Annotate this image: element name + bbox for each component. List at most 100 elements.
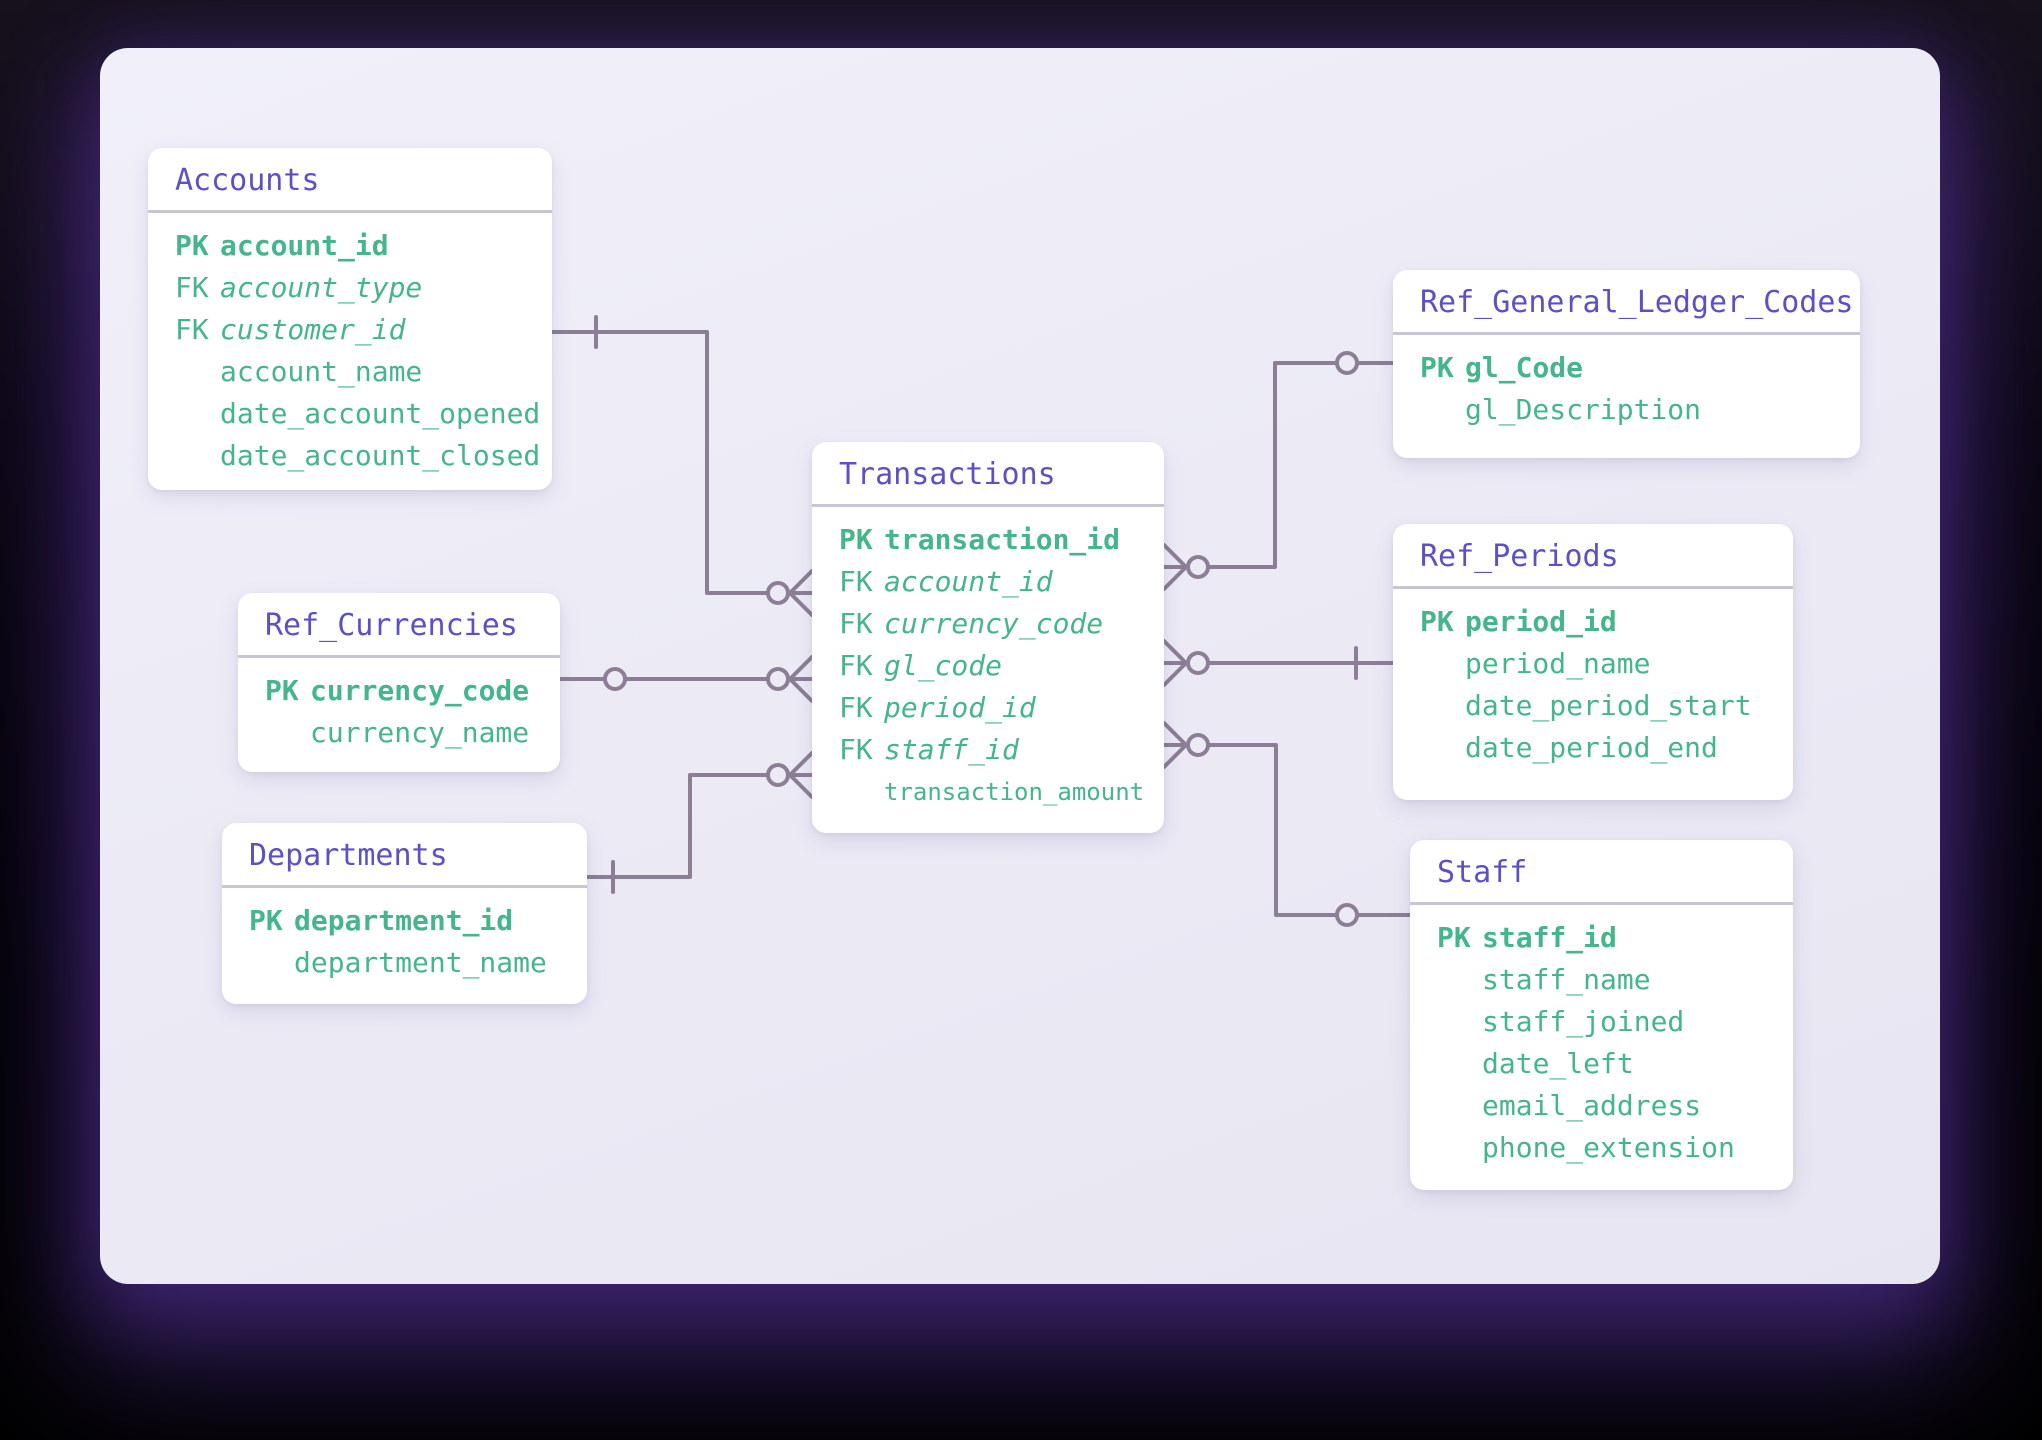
table-row: PK department_id	[222, 900, 587, 942]
field-name: staff_joined	[1482, 1005, 1685, 1038]
field-name: customer_id	[220, 313, 406, 346]
field-key: PK	[249, 904, 283, 937]
crows-foot-trans-department	[788, 751, 814, 799]
field-name: staff_id	[1482, 921, 1617, 954]
field-name: department_id	[294, 904, 514, 937]
table-row: currency_name	[238, 712, 560, 754]
cardinality-zero-ring-trans-department	[766, 763, 790, 787]
cardinality-zero-ring-trans-period	[1186, 651, 1210, 675]
table-row: date_period_end	[1393, 727, 1793, 769]
table-row: date_account_opened	[148, 393, 552, 435]
table-title: Ref_Currencies	[265, 608, 518, 643]
divider	[812, 504, 1164, 507]
table-row: account_name	[148, 351, 552, 393]
table-row: date_account_closed	[148, 435, 552, 477]
connector-departments-transactions	[585, 773, 792, 879]
field-key: PK	[175, 229, 209, 262]
field-key: FK	[839, 565, 873, 598]
connector-transactions-staff	[1184, 743, 1412, 917]
cardinality-zero-ring-trans-account	[766, 581, 790, 605]
field-key: FK	[839, 691, 873, 724]
table-row: transaction_amount	[812, 771, 1164, 813]
relationship-connectors	[550, 315, 1412, 927]
table-title: Ref_General_Ledger_Codes	[1420, 285, 1854, 320]
table-row: email_address	[1410, 1085, 1793, 1127]
table-row: FK staff_id	[812, 729, 1164, 771]
connector-accounts-transactions	[550, 330, 792, 595]
table-departments: Departments PK department_id department_n…	[222, 823, 587, 1004]
table-title: Accounts	[175, 163, 320, 198]
field-name: currency_code	[884, 607, 1104, 640]
field-key: PK	[1420, 605, 1454, 638]
field-name: staff_name	[1482, 963, 1651, 996]
table-row: department_name	[222, 942, 587, 984]
table-row: gl_Description	[1393, 389, 1860, 431]
field-name: date_period_end	[1465, 731, 1718, 764]
table-title: Staff	[1437, 855, 1528, 890]
divider	[1393, 586, 1793, 589]
table-row: FK currency_code	[812, 603, 1164, 645]
field-name: gl_code	[884, 649, 1003, 682]
field-name: department_name	[294, 946, 547, 979]
field-key: FK	[839, 733, 873, 766]
table-row: PK account_id	[148, 225, 552, 267]
divider	[1410, 902, 1793, 905]
table-row: FK customer_id	[148, 309, 552, 351]
field-name: period_name	[1465, 647, 1651, 680]
field-name: transaction_amount	[884, 778, 1145, 806]
cardinality-zero-ring-glcodes	[1335, 351, 1359, 375]
field-name: date_left	[1482, 1047, 1634, 1080]
field-name: account_id	[220, 229, 389, 262]
divider	[1393, 332, 1860, 335]
cardinality-zero-ring-trans-glcode	[1186, 555, 1210, 579]
divider	[238, 655, 560, 658]
table-ref-general-ledger-codes: Ref_General_Ledger_Codes PK gl_Code gl_De…	[1393, 270, 1860, 458]
field-name: date_period_start	[1465, 689, 1752, 722]
crows-foot-trans-currency	[788, 655, 814, 703]
table-ref-periods: Ref_Periods PK period_id period_name date…	[1393, 524, 1793, 800]
table-row: FK account_id	[812, 561, 1164, 603]
field-key: FK	[175, 313, 209, 346]
table-staff: Staff PK staff_id staff_name staff_joined…	[1410, 840, 1793, 1190]
field-key: PK	[1420, 351, 1454, 384]
table-row: date_period_start	[1393, 685, 1793, 727]
table-row: PK staff_id	[1410, 917, 1793, 959]
cardinality-zero-ring-currencies	[603, 667, 627, 691]
field-name: gl_Code	[1465, 351, 1584, 384]
field-key: FK	[175, 271, 209, 304]
table-row: PK period_id	[1393, 601, 1793, 643]
field-name: currency_name	[310, 716, 530, 749]
cardinality-zero-ring-trans-currency	[766, 667, 790, 691]
field-name: date_account_closed	[220, 439, 541, 472]
table-row: date_left	[1410, 1043, 1793, 1085]
field-key: FK	[839, 607, 873, 640]
field-name: email_address	[1482, 1089, 1702, 1122]
field-name: phone_extension	[1482, 1131, 1735, 1164]
divider	[222, 885, 587, 888]
field-key: PK	[1437, 921, 1471, 954]
field-name: period_id	[1465, 605, 1617, 638]
table-title: Departments	[249, 838, 448, 873]
crows-foot-trans-glcode	[1162, 543, 1188, 591]
cardinality-zero-ring-staff	[1335, 903, 1359, 927]
field-name: date_account_opened	[220, 397, 541, 430]
connector-transactions-glcodes	[1184, 361, 1395, 569]
table-title: Transactions	[839, 457, 1056, 492]
field-name: staff_id	[884, 733, 1019, 766]
table-title: Ref_Periods	[1420, 539, 1619, 574]
field-key: PK	[265, 674, 299, 707]
table-row: staff_joined	[1410, 1001, 1793, 1043]
crows-foot-trans-account	[788, 569, 814, 617]
table-row: staff_name	[1410, 959, 1793, 1001]
field-name: account_id	[884, 565, 1053, 598]
cardinality-zero-ring-trans-staff	[1186, 733, 1210, 757]
